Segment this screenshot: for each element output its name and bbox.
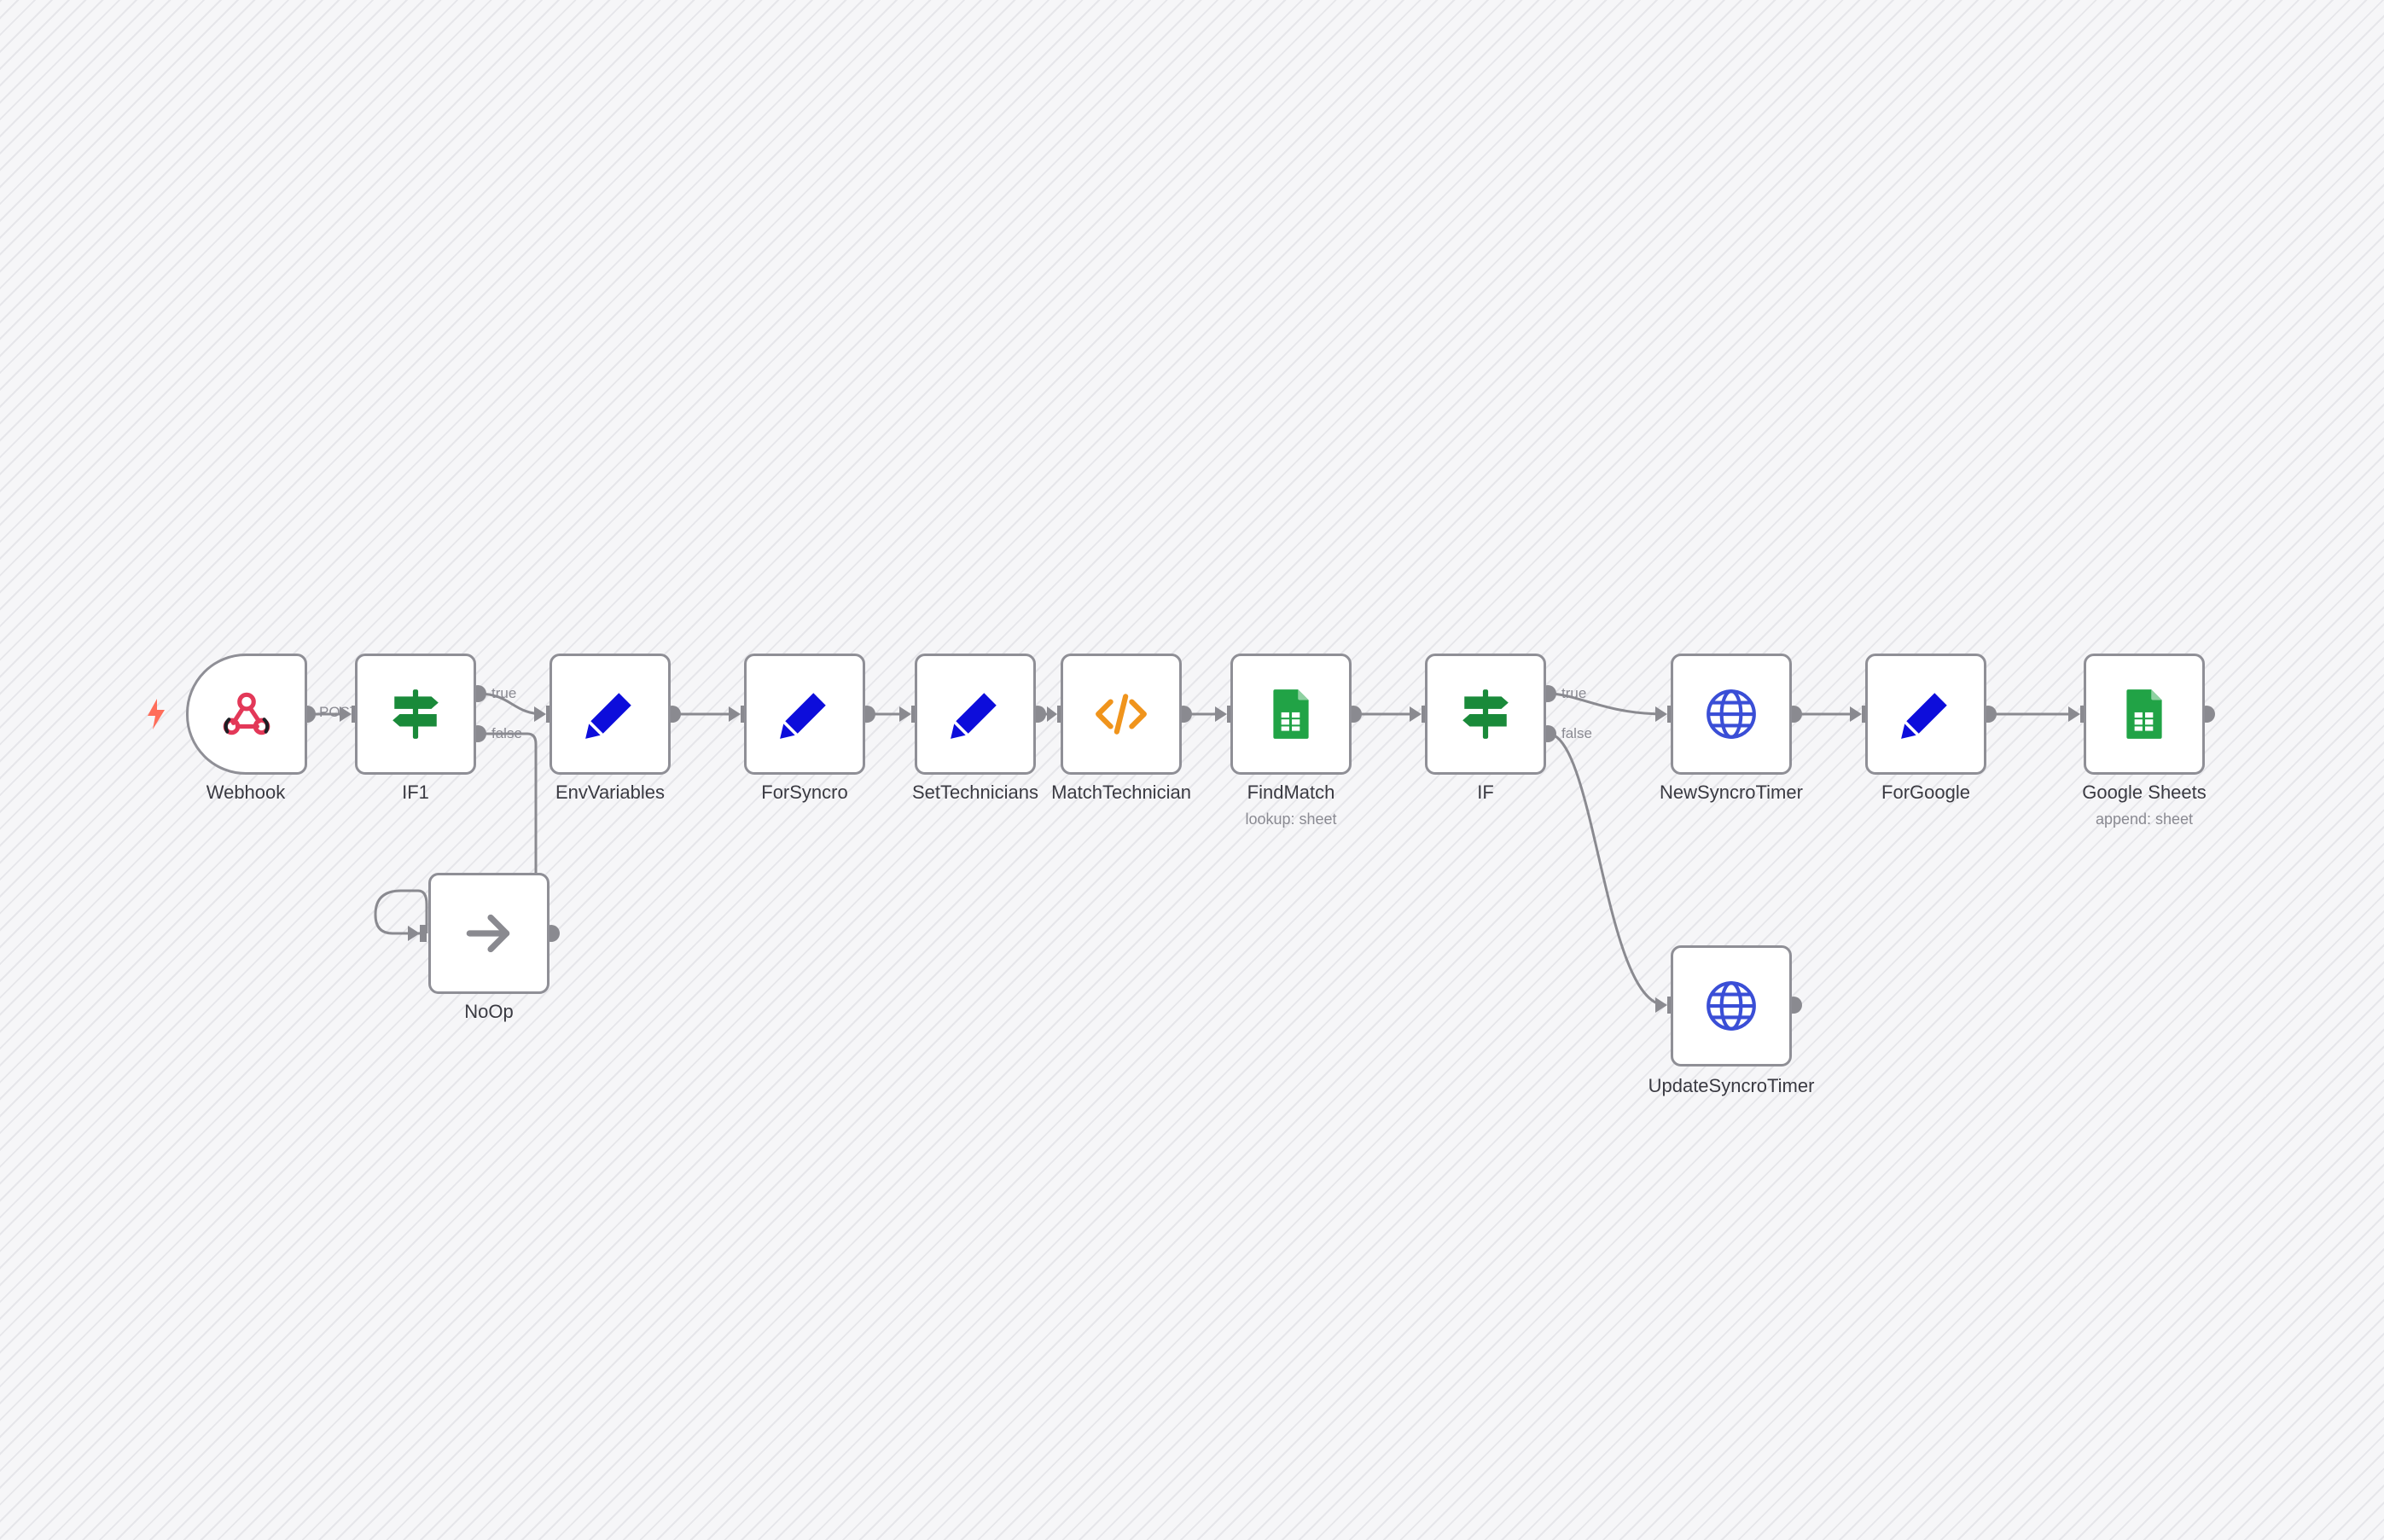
globe-icon — [1707, 981, 1756, 1031]
pencil-icon — [585, 693, 631, 739]
node-googlesheets[interactable] — [2084, 654, 2205, 775]
arrowhead-noop — [408, 926, 420, 941]
node-envvariables[interactable] — [549, 654, 671, 775]
node-label-if1: IF1 — [402, 782, 429, 803]
arrowhead-matchtechnician — [1047, 706, 1057, 722]
google-sheets-icon — [2126, 689, 2162, 739]
code-icon — [1096, 694, 1147, 735]
connection-noop-loop — [374, 889, 428, 935]
globe-icon — [1707, 689, 1756, 739]
node-if[interactable] — [1425, 654, 1546, 775]
arrowhead-newsyncrotimer — [1655, 706, 1667, 722]
node-if1[interactable] — [355, 654, 476, 775]
arrowhead-findmatch — [1215, 706, 1227, 722]
node-forgoogle[interactable] — [1865, 654, 1986, 775]
node-label-newsyncrotimer: NewSyncroTimer — [1660, 782, 1803, 803]
node-label-googlesheets: Google Sheets — [2082, 782, 2207, 803]
pencil-icon — [1901, 693, 1947, 739]
node-label-if: IF — [1477, 782, 1494, 803]
connection-if-true-newsyncrotimer — [1547, 692, 1666, 716]
connection-if-false-updatesyncrotimer — [1547, 732, 1666, 1007]
node-label-noop: NoOp — [464, 1001, 514, 1022]
edge-label-if-true: true — [1561, 685, 1587, 701]
node-label-updatesyncrotimer: UpdateSyncroTimer — [1648, 1075, 1815, 1096]
arrowhead-forgoogle — [1850, 706, 1862, 722]
node-subtitle-googlesheets: append: sheet — [2095, 811, 2194, 828]
arrowhead-forsyncro — [729, 706, 741, 722]
arrowhead-if — [1410, 706, 1422, 722]
arrow-right-icon — [466, 914, 510, 953]
node-matchtechnician[interactable] — [1061, 654, 1182, 775]
webhook-icon — [223, 692, 270, 735]
node-newsyncrotimer[interactable] — [1671, 654, 1792, 775]
arrowhead-envvariables — [534, 706, 546, 722]
edge-label-if1-false: false — [491, 725, 522, 741]
trigger-bolt-icon — [148, 699, 165, 729]
arrowhead-settechnicians — [899, 706, 911, 722]
google-sheets-icon — [1273, 689, 1309, 739]
node-label-findmatch: FindMatch — [1247, 782, 1335, 803]
arrowhead-googlesheets — [2068, 706, 2080, 722]
node-label-settechnicians: SetTechnicians — [912, 782, 1038, 803]
node-findmatch[interactable] — [1230, 654, 1352, 775]
input-port-noop — [420, 925, 427, 942]
pencil-icon — [780, 693, 826, 739]
edge-label-if-false: false — [1561, 725, 1592, 741]
node-subtitle-findmatch: lookup: sheet — [1245, 811, 1337, 828]
edge-label-if1-true: true — [491, 685, 517, 701]
edge-label-post: POST — [319, 704, 359, 720]
node-updatesyncrotimer[interactable] — [1671, 945, 1792, 1066]
node-label-forsyncro: ForSyncro — [761, 782, 848, 803]
arrowhead-updatesyncrotimer — [1655, 997, 1667, 1013]
node-label-webhook: Webhook — [206, 782, 286, 803]
node-webhook[interactable] — [186, 654, 307, 775]
arrowhead-if1 — [340, 706, 352, 722]
node-forsyncro[interactable] — [744, 654, 865, 775]
node-label-matchtechnician: MatchTechnician — [1051, 782, 1191, 803]
node-noop[interactable] — [428, 873, 549, 994]
pencil-icon — [951, 693, 997, 739]
signpost-icon — [1462, 689, 1509, 739]
signpost-icon — [392, 689, 439, 739]
node-settechnicians[interactable] — [915, 654, 1036, 775]
connection-if1-false-noop — [478, 732, 538, 874]
node-label-forgoogle: ForGoogle — [1881, 782, 1970, 803]
node-label-envvariables: EnvVariables — [555, 782, 665, 803]
